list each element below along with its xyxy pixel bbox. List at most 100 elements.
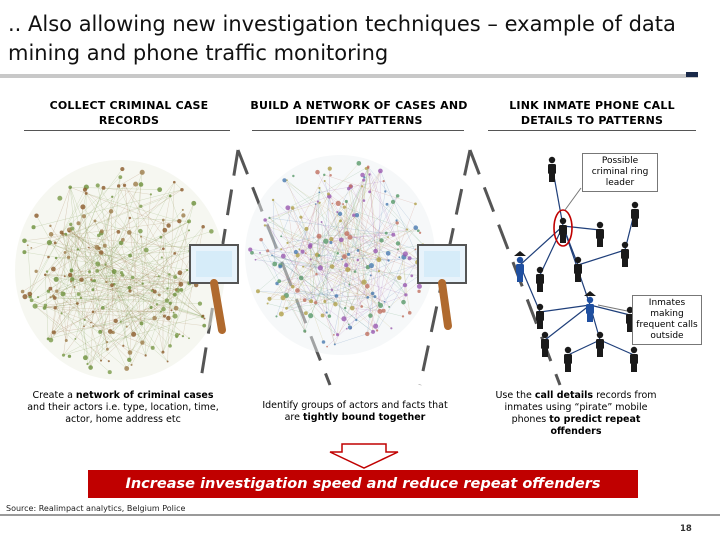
network-edge <box>320 196 330 268</box>
network-node <box>170 309 173 312</box>
network-node <box>68 185 72 190</box>
network-node <box>100 359 103 362</box>
network-edge <box>348 271 425 325</box>
network-node <box>107 370 112 375</box>
network-edge <box>68 231 107 283</box>
network-edge <box>45 274 159 277</box>
network-edge <box>280 228 307 266</box>
network-edge <box>70 187 107 283</box>
network-node <box>87 246 90 249</box>
network-edge <box>310 236 320 302</box>
network-node <box>318 191 321 194</box>
network-node <box>140 235 143 238</box>
network-node <box>384 190 387 193</box>
network-edge <box>145 311 162 356</box>
network-node <box>383 300 386 303</box>
network-edge <box>89 211 112 272</box>
network-edge <box>316 186 351 255</box>
network-edge <box>129 287 190 339</box>
network-node <box>275 315 278 318</box>
network-edge <box>326 277 400 347</box>
network-edge <box>350 186 368 287</box>
network-node <box>172 311 175 314</box>
network-node <box>27 291 33 297</box>
network-node <box>209 229 214 234</box>
network-edge <box>107 334 134 343</box>
network-node <box>152 289 157 294</box>
network-edge <box>65 234 171 347</box>
network-edge <box>22 189 183 292</box>
network-edge <box>61 232 127 369</box>
network-edge <box>48 291 62 314</box>
network-edge <box>50 225 94 290</box>
network-node <box>248 247 253 252</box>
network-node <box>61 353 66 357</box>
network-edge <box>269 207 345 299</box>
network-edge <box>46 271 67 341</box>
network-node <box>121 273 125 277</box>
network-edge <box>45 274 171 304</box>
network-node <box>368 262 374 269</box>
network-node <box>95 183 100 188</box>
network-edge <box>287 207 306 332</box>
network-edge <box>87 269 188 365</box>
network-node <box>160 310 163 313</box>
network-edge <box>120 242 142 324</box>
magnifier-icon <box>417 244 467 330</box>
network-edge <box>287 192 320 208</box>
network-edge <box>104 245 111 332</box>
network-edge <box>54 297 167 301</box>
network-edge <box>69 187 104 276</box>
network-node <box>105 280 108 284</box>
network-node <box>66 255 71 259</box>
network-node <box>395 219 398 222</box>
network-edge <box>50 234 98 272</box>
network-node <box>79 296 83 300</box>
network-node <box>119 320 122 323</box>
network-node <box>259 237 263 242</box>
network-edge <box>44 303 78 309</box>
network-node <box>174 288 178 292</box>
network-node <box>254 258 257 261</box>
network-edge <box>101 233 134 335</box>
network-node <box>345 327 348 330</box>
network-node <box>181 208 184 211</box>
network-edge <box>346 233 425 273</box>
network-node <box>191 200 197 206</box>
network-node <box>161 350 165 354</box>
network-edge <box>72 279 182 291</box>
network-node <box>418 231 422 234</box>
network-edge <box>367 203 416 335</box>
network-node <box>133 181 139 187</box>
network-node <box>67 354 72 358</box>
network-edge <box>97 263 160 295</box>
network-node <box>329 264 335 269</box>
network-node <box>397 275 402 281</box>
network-edge <box>29 185 125 297</box>
person-icon <box>584 291 596 322</box>
network-edge <box>168 209 183 226</box>
network-node <box>80 204 86 210</box>
network-edge <box>284 180 400 258</box>
network-node <box>49 296 52 299</box>
network-node <box>174 333 180 338</box>
network-node <box>410 274 414 278</box>
network-edge <box>284 180 407 295</box>
network-edge <box>83 196 113 217</box>
network-edge <box>176 269 190 290</box>
network-node <box>76 292 81 297</box>
network-node <box>268 216 271 219</box>
network-node <box>342 254 347 259</box>
network-edge <box>97 211 112 271</box>
network-node <box>323 180 326 183</box>
network-edge <box>357 227 416 261</box>
network-node <box>361 279 367 285</box>
network-node <box>347 234 353 240</box>
network-node <box>88 270 92 274</box>
network-node <box>368 190 372 194</box>
network-node <box>181 335 185 338</box>
network-node <box>201 314 205 318</box>
network-node <box>395 221 399 225</box>
network-edge <box>267 215 358 304</box>
network-node <box>92 325 95 328</box>
